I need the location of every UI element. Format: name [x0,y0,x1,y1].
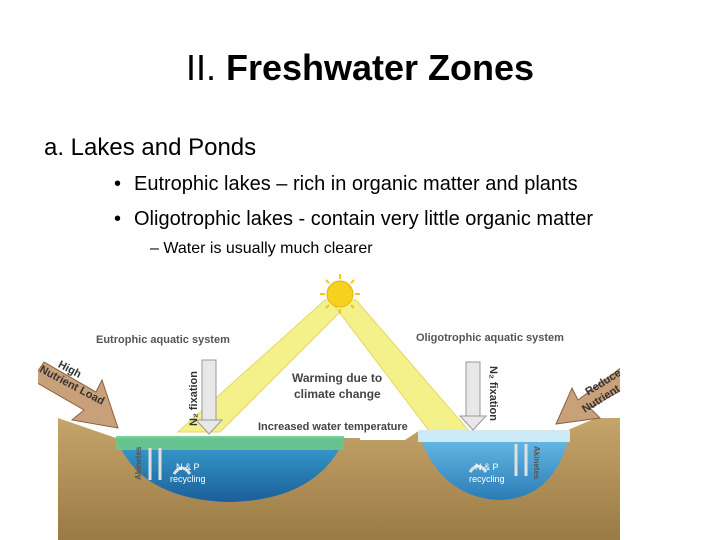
sun-beam-right [328,299,472,433]
oligotrophic-lake-water [418,432,570,500]
label-n2-fixation-left: N₂ fixation [188,371,200,426]
label-recycling-left: recycling [170,474,206,484]
n2-fixation-arrow-left [194,359,224,435]
label-eutrophic-system: Eutrophic aquatic system [96,334,230,346]
label-reduced-nutrient-load: Reduced Nutrient Load [580,363,620,415]
lake-diagram: Eutrophic aquatic system Oligotrophic aq… [38,274,620,540]
heading-lakes-ponds: a. Lakes and Ponds [44,134,257,161]
n2-fixation-arrow-right [458,361,488,431]
bullet-marker: • [114,173,122,195]
label-n2-fixation-right: N₂ fixation [487,366,499,421]
slide-title: II. Freshwater Zones [0,44,720,92]
reduced-nutrient-load-arrow [555,367,620,425]
title-main: Freshwater Zones [225,47,535,88]
label-warming: Warming due to [292,371,382,385]
label-recycling-right: recycling [469,474,505,484]
label-increased-water-temperature: Increased water temperature [258,421,408,433]
bullet-text: Eutrophic lakes – rich in organic matter… [134,173,578,195]
label-akinetes-left: Akinetes [134,446,143,480]
sub-bullet-text: Water is usually much clearer [163,240,373,257]
recycling-arrows-left [148,448,192,480]
eutrophic-lake-water [116,438,345,502]
bullet-marker: • [114,208,122,230]
sun-icon [320,274,360,314]
sub-bullet-marker: – [150,240,159,257]
clear-surface-layer [418,430,570,442]
sub-bullet-clearer: – Water is usually much clearer [150,238,373,260]
recycling-arrows-right [468,444,528,476]
label-akinetes-right: Akinetes [532,446,541,480]
label-climate-change: climate change [294,387,381,401]
label-oligotrophic-system: Oligotrophic aquatic system [416,332,564,344]
algae-layer [116,436,344,450]
title-prefix: II. [185,47,216,88]
label-np-right: N & P [475,462,499,472]
bullet-text: Oligotrophic lakes - contain very little… [134,208,594,230]
high-nutrient-load-arrow [38,361,119,429]
label-np-left: N & P [176,462,200,472]
